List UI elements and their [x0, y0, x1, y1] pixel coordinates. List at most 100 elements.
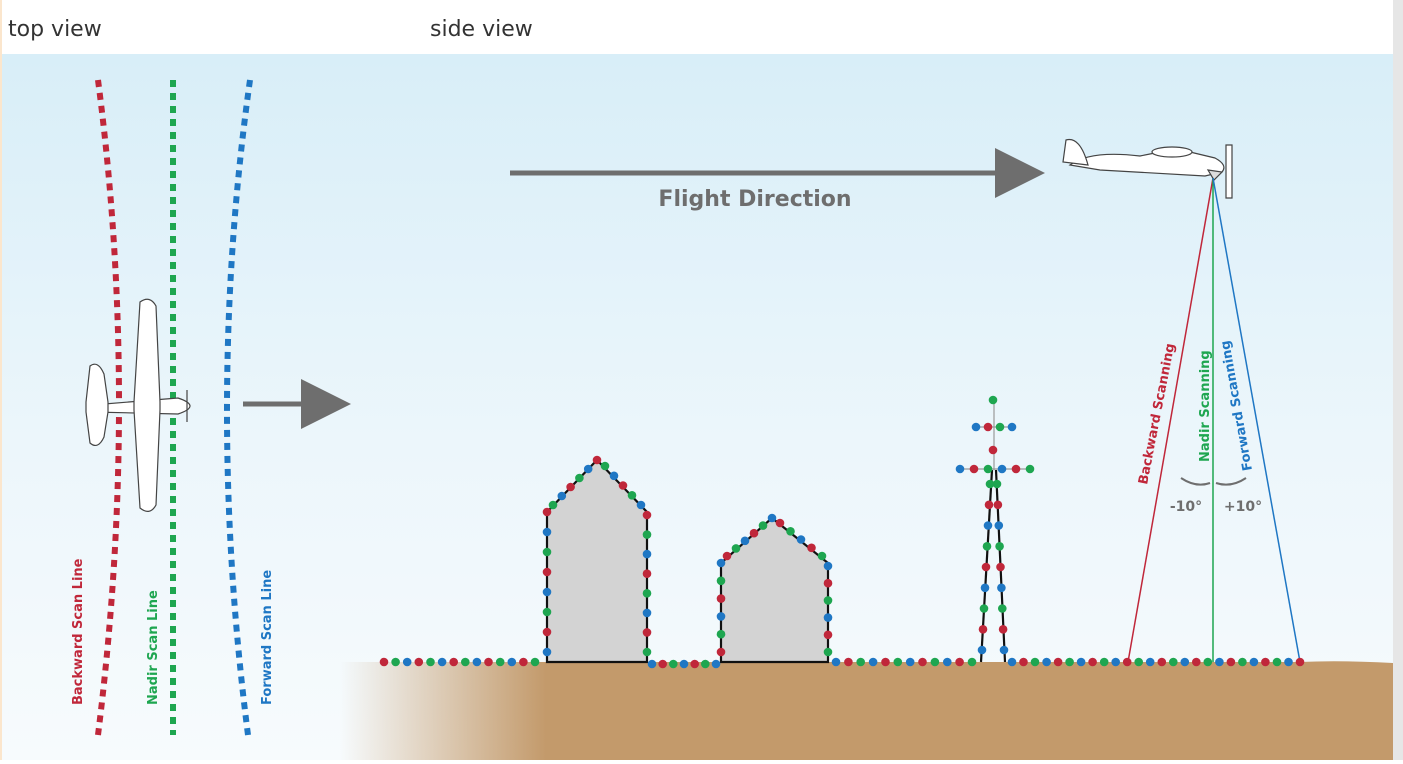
scan-point: [495, 657, 505, 667]
scan-point: [984, 500, 994, 510]
scan-point: [796, 535, 806, 544]
scan-point: [767, 513, 777, 523]
scan-point: [823, 630, 833, 640]
scan-point: [542, 647, 552, 657]
scan-point: [1088, 657, 1097, 667]
scan-point: [414, 657, 424, 667]
scan-point: [519, 657, 528, 667]
scan-point: [1019, 657, 1028, 667]
scan-point: [627, 491, 637, 500]
backward-scan-line: [95, 79, 122, 736]
scan-point: [831, 657, 841, 667]
flight-direction-label: Flight Direction: [658, 187, 851, 212]
scan-point: [642, 510, 652, 520]
scan-point: [1042, 657, 1051, 667]
right-shadow: [1393, 0, 1403, 760]
ground-fade: [340, 662, 546, 760]
scan-point: [993, 500, 1003, 510]
scan-point: [716, 558, 726, 568]
scan-point: [844, 657, 853, 667]
scan-point: [1192, 657, 1201, 667]
scan-point: [856, 657, 865, 667]
scan-point: [642, 608, 652, 618]
angle-right-label: +10°: [1224, 499, 1262, 515]
scan-point: [722, 551, 732, 561]
scan-point: [642, 628, 652, 637]
scan-point: [823, 647, 833, 657]
scan-point: [1203, 657, 1213, 667]
scan-point: [642, 549, 652, 559]
scan-point: [679, 659, 689, 669]
scan-point: [1122, 657, 1132, 667]
scan-point: [979, 604, 989, 613]
scan-point: [658, 659, 667, 669]
scan-point: [575, 473, 584, 483]
scan-point: [807, 543, 816, 553]
scanning-beams: [1127, 177, 1301, 663]
scan-point: [1007, 657, 1017, 667]
scan-point: [1030, 657, 1040, 667]
scan-point: [731, 544, 741, 553]
scan-point: [982, 542, 992, 551]
scan-point: [1065, 657, 1074, 667]
scan-point: [980, 583, 990, 593]
ground: [340, 661, 1393, 760]
backward-scan-line-label: Backward Scan Line: [71, 558, 86, 705]
scan-point: [999, 645, 1009, 655]
ground-surface: [545, 661, 1393, 760]
scan-point: [983, 422, 993, 432]
side-view-title: side view: [430, 17, 533, 42]
forward-scanning-beam: [1212, 177, 1301, 663]
scan-point: [542, 547, 552, 557]
scan-point: [981, 562, 991, 572]
scan-point: [996, 562, 1005, 572]
scan-point: [1157, 657, 1167, 667]
scan-point: [868, 657, 878, 667]
scan-point: [449, 657, 459, 667]
scan-points: [379, 395, 1305, 669]
scan-point: [642, 589, 652, 598]
scan-point: [402, 657, 412, 667]
scan-point: [988, 445, 998, 455]
scan-point: [955, 464, 965, 474]
side-view-airplane-icon: [1062, 138, 1233, 199]
scan-point: [542, 627, 552, 637]
scan-point: [391, 657, 400, 667]
scan-point: [566, 482, 575, 492]
scan-point: [542, 507, 552, 517]
scan-point: [992, 479, 1002, 489]
scan-point: [967, 657, 977, 667]
scan-point: [988, 395, 998, 405]
scan-point: [642, 569, 652, 578]
scan-point: [998, 604, 1007, 613]
scan-point: [1025, 464, 1035, 474]
scan-point: [997, 464, 1007, 474]
scan-point: [1226, 657, 1236, 667]
nadir-scanning-label: Nadir Scanning: [1198, 350, 1213, 462]
scan-point: [600, 461, 610, 471]
top-view-title: top view: [8, 17, 102, 42]
scan-point: [542, 527, 552, 537]
scan-point: [1099, 657, 1109, 667]
scan-point: [437, 657, 447, 667]
scan-point: [1053, 657, 1063, 667]
scan-point: [740, 536, 750, 546]
scan-point: [775, 518, 785, 528]
scan-point: [1145, 657, 1155, 667]
scan-point: [823, 561, 833, 571]
angle-left-label: -10°: [1170, 499, 1202, 515]
scan-point: [530, 657, 540, 667]
scan-point: [716, 629, 726, 639]
scan-point: [583, 464, 593, 474]
header-band: [2, 0, 1395, 54]
scan-point: [817, 551, 827, 561]
scan-point: [905, 657, 915, 667]
scan-point: [1076, 657, 1086, 667]
scan-point: [823, 578, 833, 588]
scan-point: [978, 625, 988, 634]
scan-point: [716, 647, 726, 657]
angle-arcs: [1180, 477, 1247, 486]
scan-point: [977, 645, 987, 655]
